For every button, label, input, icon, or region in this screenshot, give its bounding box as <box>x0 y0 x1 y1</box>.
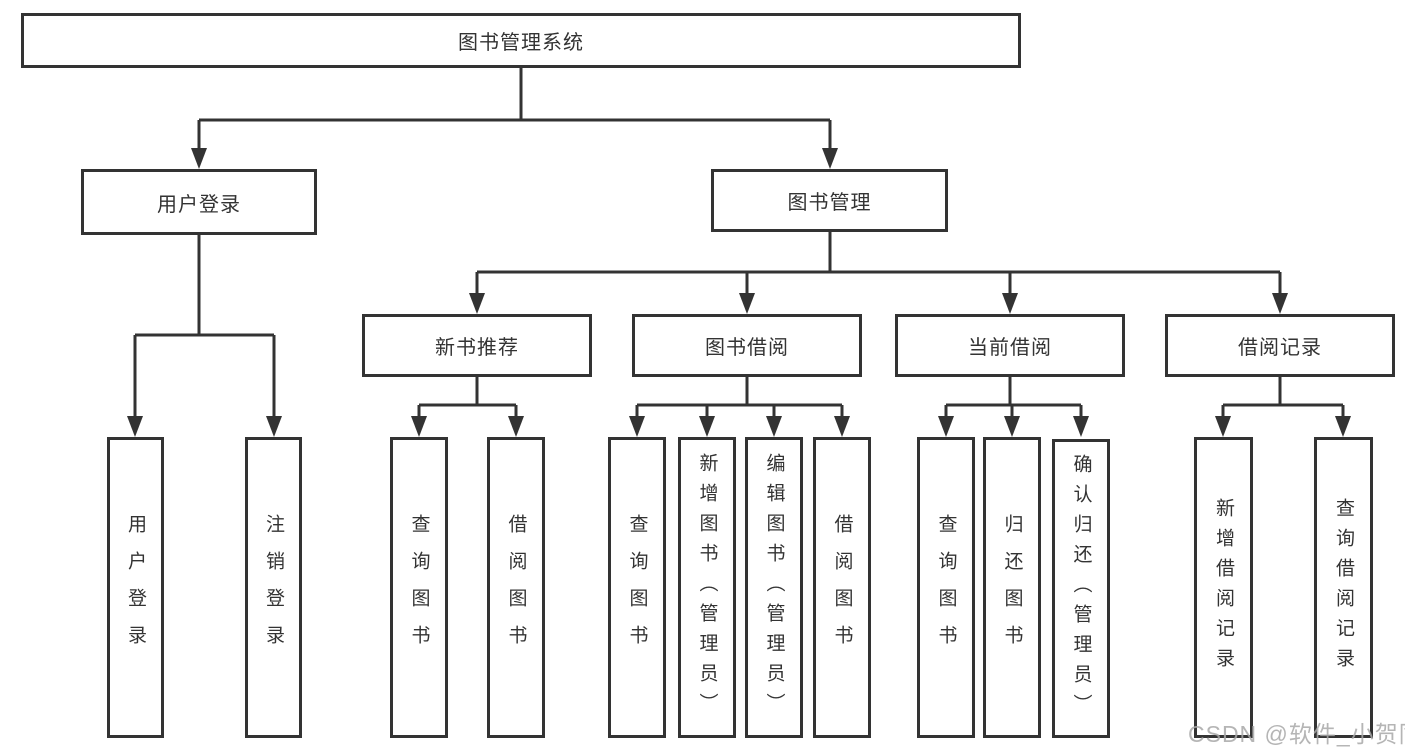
arrowhead-icon <box>739 293 755 314</box>
arrowhead-icon <box>266 416 282 437</box>
arrowhead-icon <box>1073 416 1089 437</box>
node-book-borrow: 图书借阅 <box>632 314 862 377</box>
arrowhead-icon <box>822 148 838 169</box>
node-borrow-records: 借阅记录 <box>1165 314 1395 377</box>
arrowhead-icon <box>1004 416 1020 437</box>
arrowhead-icon <box>766 416 782 437</box>
connector-management-to-level3 <box>475 232 1282 295</box>
arrowhead-icon <box>508 416 524 437</box>
leaf-query-borrow-record: 查询借阅记录 <box>1314 437 1373 738</box>
leaf-borrow-books: 借阅图书 <box>813 437 871 738</box>
connector-root-to-level2 <box>197 68 832 150</box>
node-user-login: 用户登录 <box>81 169 317 235</box>
leaf-return-books: 归还图书 <box>983 437 1041 738</box>
arrowhead-icon <box>411 416 427 437</box>
leaf-recommend-query-books: 查询图书 <box>390 437 448 738</box>
arrowhead-icon <box>699 416 715 437</box>
connector-recommend-to-leaves <box>417 377 518 418</box>
arrowhead-icon <box>629 416 645 437</box>
leaf-recommend-borrow-books: 借阅图书 <box>487 437 545 738</box>
leaf-logout: 注销登录 <box>245 437 302 738</box>
arrowhead-icon <box>938 416 954 437</box>
csdn-watermark: CSDN @软件_小贺同学 <box>1188 721 1405 747</box>
connector-login-to-leaves <box>133 235 276 418</box>
leaf-add-books-admin: 新增图书（管理员） <box>678 437 736 738</box>
arrowhead-icon <box>1215 416 1231 437</box>
node-new-book-recommend: 新书推荐 <box>362 314 592 377</box>
arrowhead-icon <box>127 416 143 437</box>
arrowhead-icon <box>1272 293 1288 314</box>
arrowhead-icon <box>469 293 485 314</box>
leaf-current-query-books: 查询图书 <box>917 437 975 738</box>
arrowhead-icon <box>191 148 207 169</box>
leaf-borrow-query-books: 查询图书 <box>608 437 666 738</box>
connector-borrow-to-leaves <box>635 377 844 418</box>
node-root-library-system: 图书管理系统 <box>21 13 1021 68</box>
leaf-user-login: 用户登录 <box>107 437 164 738</box>
leaf-confirm-return-admin: 确认归还（管理员） <box>1052 439 1110 738</box>
connector-records-to-leaves <box>1221 377 1345 418</box>
arrowhead-icon <box>1002 293 1018 314</box>
arrowhead-icon <box>1335 416 1351 437</box>
node-current-borrow: 当前借阅 <box>895 314 1125 377</box>
leaf-edit-books-admin: 编辑图书（管理员） <box>745 437 803 738</box>
arrowhead-icon <box>834 416 850 437</box>
connector-current-to-leaves <box>944 377 1083 418</box>
node-book-management: 图书管理 <box>711 169 948 232</box>
leaf-add-borrow-record: 新增借阅记录 <box>1194 437 1253 738</box>
